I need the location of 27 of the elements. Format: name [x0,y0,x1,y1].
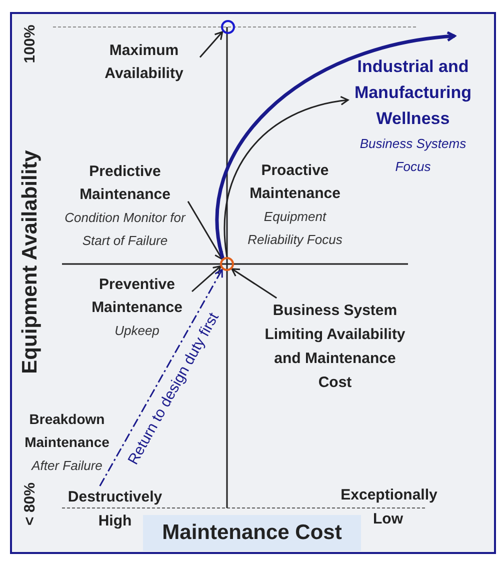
quadrant-heading: Predictive Maintenance [78,162,172,205]
axis-end-label: Exceptionally [340,488,438,502]
quadrant-subtitle: Upkeep [114,322,160,340]
quadrant-subtitle: Equipment Reliability Focus [246,208,344,249]
quadrant-heading: Industrial and Manufacturing Wellness [353,56,473,130]
quadrant-subtitle: After Failure [32,456,102,474]
axis-end-label: Destructively [68,490,162,504]
quadrant-heading: Preventive Maintenance [90,274,184,318]
axis-tick-label: 100% [22,24,38,64]
curved-arrow [224,96,349,258]
quadrant-subtitle: Condition Monitor for Start of Failure [64,209,187,250]
axis-title: Equipment Availability [20,150,40,374]
arrow [187,201,223,260]
quadrant-heading: Breakdown Maintenance [24,410,110,452]
quadrant-subtitle: Business Systems Focus [358,135,468,176]
quadrant-heading: Business System Limiting Availability and Maintenance Cost [264,301,406,393]
axis-tick-label: < 80% [22,482,38,526]
arrow [231,268,278,299]
curved-arrow [216,32,456,259]
axis-end-label: High [98,514,132,528]
arrow [199,31,224,58]
arrow [192,265,222,292]
quadrant-heading: Maximum Availability [104,41,184,84]
quadrant-heading: Proactive Maintenance [248,161,342,204]
dash-dot-arrow [99,268,223,486]
axis-title: Maintenance Cost [143,515,361,551]
axis-end-label: Low [373,512,403,526]
